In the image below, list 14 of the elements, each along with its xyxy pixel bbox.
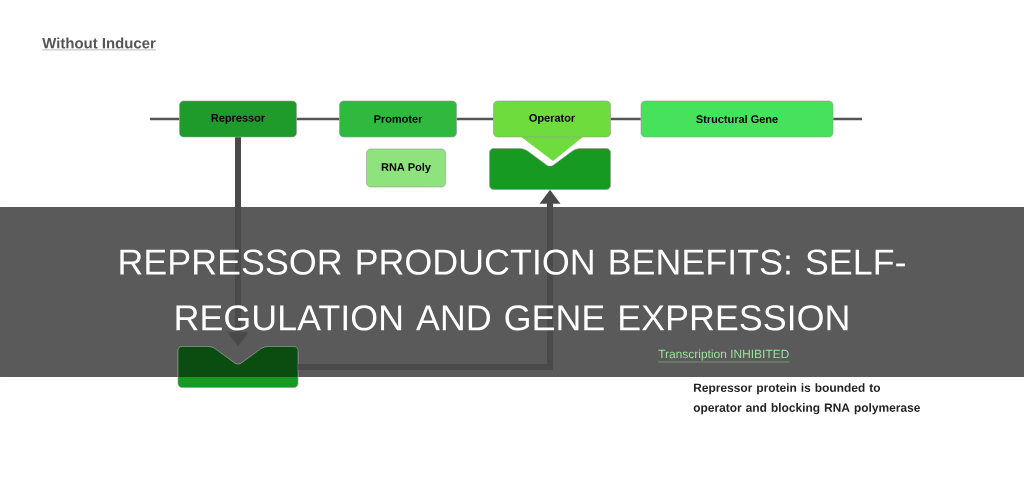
dna-line [610, 117, 641, 121]
gene-box: RNA Poly [366, 148, 446, 188]
gene-box: Repressor [179, 100, 297, 138]
note-text: Repressor protein is bounded to operator and blocking RNA polymerase [693, 383, 920, 415]
section-heading: Without Inducer [42, 37, 156, 51]
status-heading: Transcription INHIBITED [658, 349, 790, 363]
dna-line [150, 117, 180, 121]
gene-box: Structural Gene [640, 100, 834, 138]
dna-line [456, 117, 494, 121]
gene-box: Promoter [339, 100, 457, 138]
operator-box: Operator [493, 100, 611, 161]
dna-line [296, 117, 340, 121]
banner-title: REPRESSOR PRODUCTION BENEFITS: SELF-REGULATION AND GENE EXPRESSION [120, 249, 905, 331]
dna-line [833, 117, 862, 121]
